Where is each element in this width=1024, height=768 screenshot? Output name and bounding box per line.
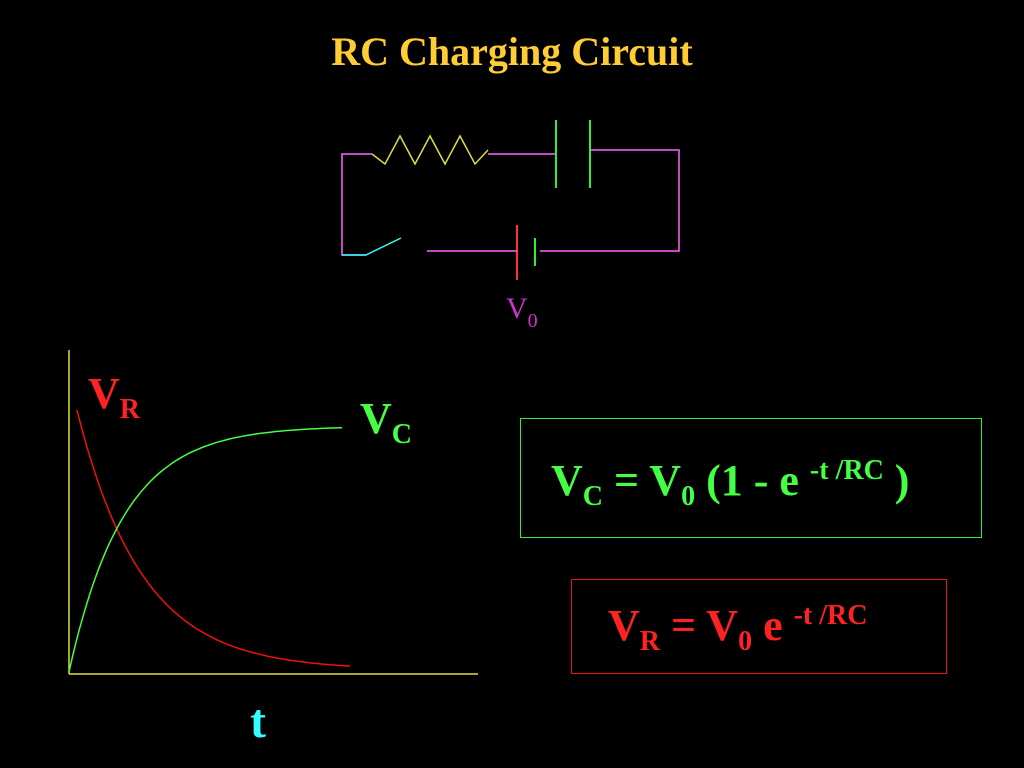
vr-label-sub: R [120, 394, 141, 425]
vr-eq-exponent: -t /RC [793, 600, 868, 631]
vc-label-v: V [360, 394, 392, 443]
circuit-wire-left [341, 153, 372, 256]
circuit-wire-right [540, 149, 680, 252]
vr-equation-box: VR = V0 e -t /RC [571, 579, 947, 674]
circuit-schematic: V0 [341, 120, 680, 332]
x-axis-label: t [250, 695, 266, 748]
vc-eq-close: ) [883, 456, 910, 505]
vc-eq-sub: C [582, 481, 604, 512]
vc-eq-equals: = V [603, 456, 682, 505]
vc-eq-exponent: -t /RC [809, 455, 884, 486]
vr-label: VR [88, 369, 141, 425]
vc-eq-v: V [551, 456, 583, 505]
vc-eq-v0-sub: 0 [681, 481, 696, 512]
graph: VR VC t [68, 350, 478, 748]
vc-equation-box: VC = V0 (1 - e -t /RC ) [520, 418, 982, 538]
vr-eq-v: V [608, 601, 640, 650]
vr-equation: VR = V0 e -t /RC [608, 600, 867, 658]
vr-eq-equals: = V [660, 601, 739, 650]
battery-label: V0 [506, 292, 538, 332]
vr-curve [76, 409, 351, 667]
switch [342, 237, 402, 256]
resistor [371, 134, 489, 166]
vc-label-sub: C [392, 419, 412, 450]
vr-label-v: V [88, 369, 120, 418]
page-title: RC Charging Circuit [331, 29, 693, 74]
vc-label: VC [360, 394, 412, 450]
vr-eq-v0-sub: 0 [738, 626, 753, 657]
vr-eq-rest: e [752, 601, 794, 650]
battery-label-sub: 0 [528, 310, 538, 332]
battery-label-v: V [506, 292, 528, 325]
vr-eq-sub: R [639, 626, 661, 657]
vc-curve [68, 426, 343, 673]
vc-eq-rest: (1 - e [695, 456, 810, 505]
vc-equation: VC = V0 (1 - e -t /RC ) [551, 455, 909, 513]
